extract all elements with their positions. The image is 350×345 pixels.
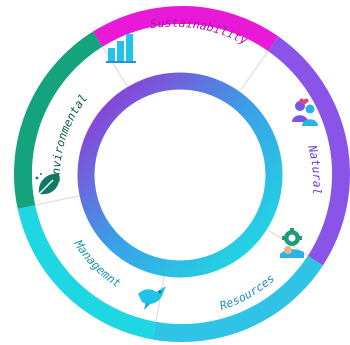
inner-hub	[95, 90, 265, 260]
people-heart-icon	[292, 98, 318, 126]
divider-sustainability	[101, 46, 129, 88]
divider-environmental	[35, 194, 82, 206]
ring-segment-natural	[268, 36, 350, 266]
gear-hand-icon	[280, 228, 304, 258]
ring-segment-managemnt	[17, 205, 156, 340]
dove-icon	[138, 286, 166, 310]
ring-segment-environmental	[13, 31, 103, 209]
leaf-icon	[35, 173, 60, 195]
bar-chart-icon	[106, 34, 136, 63]
inner-gradient-ring	[77, 72, 283, 278]
outer-ring	[13, 5, 350, 342]
divider-natural	[240, 50, 269, 91]
ring-segment-resources	[152, 255, 323, 342]
ring-segment-sustainability	[92, 5, 279, 52]
